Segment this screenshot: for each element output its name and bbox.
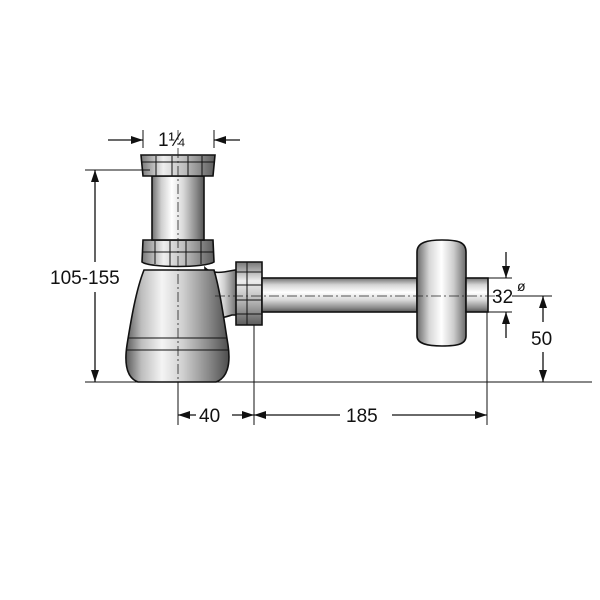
label-diameter-symbol: ø — [517, 278, 526, 294]
wall-pipe-stub — [465, 277, 489, 313]
inlet-nut — [140, 154, 216, 177]
label-outlet-diameter: 32 — [492, 287, 513, 308]
dim-height-range: 105-155 — [50, 169, 592, 383]
dim-offset: 40 — [177, 325, 255, 427]
label-outlet-height: 50 — [531, 329, 552, 350]
dim-outlet-length: 185 — [254, 312, 488, 427]
outlet-nut — [235, 261, 263, 326]
label-offset: 40 — [199, 406, 220, 427]
bottle-nut — [141, 239, 215, 268]
bottle-body — [125, 269, 230, 383]
dim-inlet-thread: 1¼ — [108, 130, 240, 151]
dim-outlet-height: 50 — [512, 295, 552, 382]
label-inlet-thread: 1¼ — [158, 130, 186, 151]
label-outlet-length: 185 — [346, 406, 378, 427]
dim-outlet-diameter: 32 ø — [488, 252, 526, 338]
horizontal-outlet-pipe — [261, 277, 418, 313]
label-height-range: 105-155 — [50, 268, 120, 289]
wall-rosette — [416, 239, 467, 347]
trap-assembly — [125, 154, 489, 383]
